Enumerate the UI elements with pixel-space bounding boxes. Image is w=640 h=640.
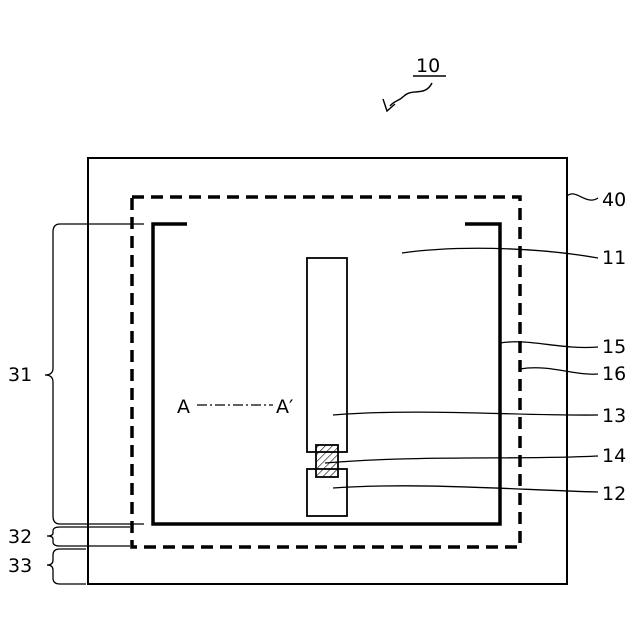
leader-15 bbox=[500, 342, 598, 348]
leader-14 bbox=[325, 456, 598, 463]
label-11: 11 bbox=[602, 247, 626, 269]
section-label-end: A′ bbox=[276, 396, 293, 418]
leader-40 bbox=[567, 194, 598, 200]
label-13: 13 bbox=[602, 405, 626, 427]
device-reference-arrowhead bbox=[383, 99, 395, 111]
label-40: 40 bbox=[602, 189, 626, 211]
leader-13 bbox=[333, 412, 598, 415]
label-33: 33 bbox=[8, 555, 32, 577]
label-16: 16 bbox=[602, 363, 626, 385]
label-12: 12 bbox=[602, 483, 626, 505]
device-reference-label: 10 bbox=[416, 55, 440, 77]
brace-33 bbox=[47, 549, 86, 584]
leader-12 bbox=[333, 486, 598, 492]
upper-electrode bbox=[307, 258, 347, 452]
device-reference-arrow bbox=[390, 83, 432, 106]
section-label-start: A bbox=[177, 396, 190, 418]
label-15: 15 bbox=[602, 336, 626, 358]
label-31: 31 bbox=[8, 364, 32, 386]
brace-31 bbox=[45, 224, 144, 524]
label-14: 14 bbox=[602, 445, 626, 467]
leader-16 bbox=[520, 368, 598, 374]
label-32: 32 bbox=[8, 526, 32, 548]
hatched-element bbox=[316, 445, 338, 477]
